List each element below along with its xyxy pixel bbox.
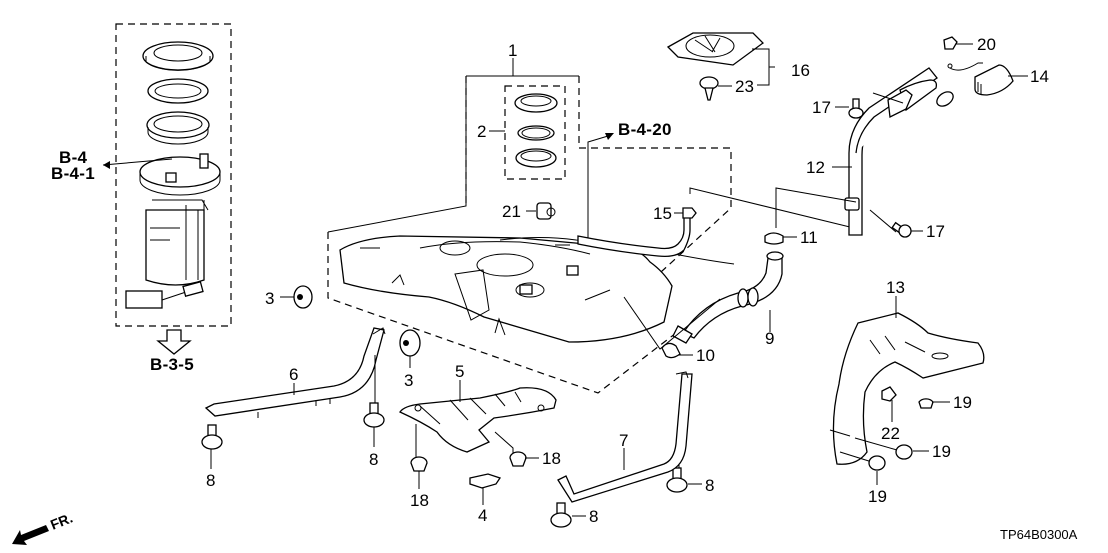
part20-clip[interactable] (943, 36, 958, 50)
callout-8d[interactable]: 8 (705, 476, 715, 495)
part2-dashed-box (504, 85, 566, 180)
part17-bolt-upper[interactable] (848, 98, 864, 119)
part19-clip-b[interactable] (895, 444, 913, 460)
callout-14[interactable]: 14 (1030, 67, 1049, 86)
part18-nut-left[interactable] (410, 456, 428, 472)
pump-module-dashed-box (115, 23, 232, 327)
callout-18-left[interactable]: 18 (410, 491, 429, 510)
part9-hose[interactable] (672, 251, 784, 344)
callout-21[interactable]: 21 (502, 202, 521, 221)
callout-19-b[interactable]: 19 (932, 442, 951, 461)
sender-unit[interactable] (125, 290, 163, 309)
part21-clip[interactable] (536, 202, 552, 220)
callout-22[interactable]: 22 (881, 424, 900, 443)
part3-damper-left[interactable] (293, 285, 313, 309)
callout-2[interactable]: 2 (477, 122, 487, 141)
part10-clip[interactable] (661, 342, 681, 359)
callout-17-lower[interactable]: 17 (926, 222, 945, 241)
part17-bolt-lower[interactable] (891, 221, 912, 238)
part8-bolt-a[interactable] (201, 424, 223, 450)
lock-ring[interactable] (142, 41, 214, 71)
callout-6[interactable]: 6 (289, 365, 299, 384)
part13-splash-guard[interactable] (829, 312, 985, 465)
part14-fuel-cap[interactable] (974, 64, 1014, 96)
pump-body[interactable] (145, 209, 205, 286)
callout-4[interactable]: 4 (478, 506, 488, 525)
part16-filler-cover[interactable] (666, 32, 764, 66)
ref-label-b4[interactable]: B-4 (59, 148, 88, 167)
ref-b35-arrow-icon (156, 329, 192, 355)
callout-18-right[interactable]: 18 (542, 449, 561, 468)
callout-23[interactable]: 23 (735, 77, 754, 96)
callout-9[interactable]: 9 (765, 329, 775, 348)
fuel-tank[interactable] (339, 235, 735, 343)
part5-heat-shield[interactable] (399, 387, 557, 453)
part6-tank-strap[interactable] (204, 327, 386, 418)
fuel-filler-neck[interactable] (844, 67, 956, 236)
ref-b4-leader (102, 158, 173, 166)
callout-13[interactable]: 13 (886, 278, 905, 297)
callout-19-c[interactable]: 19 (868, 487, 887, 506)
part4-clip[interactable] (469, 473, 502, 489)
part22-clip[interactable] (881, 386, 897, 402)
part7-tank-strap[interactable] (557, 371, 693, 503)
callout-19-a[interactable]: 19 (953, 393, 972, 412)
callout-8c[interactable]: 8 (589, 507, 599, 526)
seal-ring[interactable] (146, 111, 210, 139)
callout-15[interactable]: 15 (653, 204, 672, 223)
callout-11[interactable]: 11 (800, 228, 818, 247)
callout-10[interactable]: 10 (696, 346, 715, 365)
part3-damper-center[interactable] (399, 329, 421, 357)
callout-16[interactable]: 16 (791, 61, 810, 80)
gasket[interactable] (147, 78, 209, 104)
callout-3-center[interactable]: 3 (404, 371, 414, 390)
fuel-pump-module-group[interactable] (115, 23, 232, 327)
part11-clamp[interactable] (764, 232, 784, 245)
callout-8b[interactable]: 8 (369, 450, 379, 469)
part2-ring-top[interactable] (514, 93, 558, 113)
ref-label-b4-1[interactable]: B-4-1 (51, 164, 96, 183)
part18-nut-right[interactable] (509, 451, 527, 467)
callout-3-left[interactable]: 3 (265, 289, 275, 308)
callout-17-upper[interactable]: 17 (812, 98, 831, 117)
part8-bolt-c[interactable] (550, 502, 572, 528)
part19-clip-c[interactable] (868, 455, 886, 471)
callout-20[interactable]: 20 (977, 35, 996, 54)
part23-clip[interactable] (699, 76, 719, 101)
front-direction-arrow-icon (12, 525, 49, 545)
callout-1[interactable]: 1 (508, 41, 518, 60)
diagram-code: TP64B0300A (1000, 527, 1078, 542)
callout-8a[interactable]: 8 (206, 471, 216, 490)
callout-7[interactable]: 7 (619, 431, 629, 450)
callout-5[interactable]: 5 (455, 362, 465, 381)
part8-bolt-b[interactable] (363, 402, 385, 428)
callout-12[interactable]: 12 (806, 158, 825, 177)
part15-clip[interactable] (682, 207, 697, 219)
part8-bolt-d[interactable] (666, 467, 688, 493)
ref-b420-leader (587, 135, 609, 238)
part19-clip-a[interactable] (918, 398, 934, 409)
part2-seal[interactable] (515, 148, 557, 168)
ref-label-b4-20[interactable]: B-4-20 (618, 120, 672, 139)
ref-label-b3-5[interactable]: B-3-5 (150, 355, 195, 374)
part1-leader (327, 58, 579, 233)
